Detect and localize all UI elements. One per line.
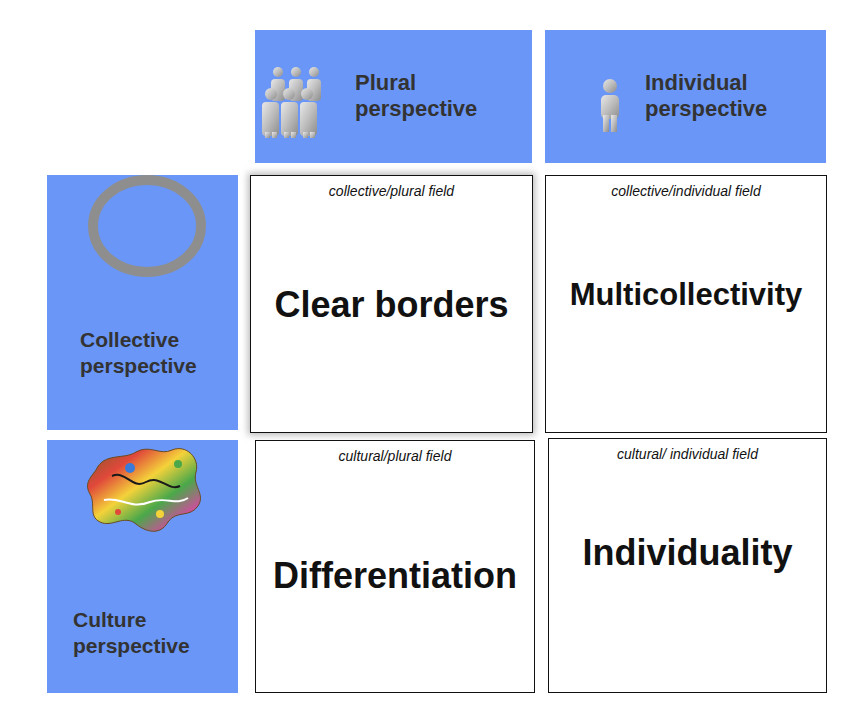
field-term: Multicollectivity xyxy=(552,276,820,313)
row-header: Culture perspective xyxy=(47,440,238,693)
field-label: cultural/ individual field xyxy=(553,446,822,462)
field-term: Differentiation xyxy=(262,554,528,597)
person-icon xyxy=(601,79,619,132)
perspective-label: Plural perspective xyxy=(355,70,525,123)
field-term: Clear borders xyxy=(257,283,526,326)
perspective-label: Collective perspective xyxy=(80,327,232,380)
field-box: collective/plural fieldClear borders xyxy=(250,175,533,433)
field-box: cultural/plural fieldDifferentiation xyxy=(255,440,535,693)
field-box: cultural/ individual fieldIndividuality xyxy=(548,438,827,693)
field-box: collective/individual fieldMulticollecti… xyxy=(545,175,827,433)
people-icon xyxy=(262,67,321,138)
column-header: Individual perspective xyxy=(545,30,826,163)
field-label: cultural/plural field xyxy=(260,448,530,464)
perspective-label: Culture perspective xyxy=(73,607,233,660)
ring-icon xyxy=(93,180,201,272)
column-header: Plural perspective xyxy=(255,30,532,163)
field-term: Individuality xyxy=(555,531,820,574)
splash-icon xyxy=(88,449,201,532)
perspective-label: Individual perspective xyxy=(645,70,815,123)
field-label: collective/plural field xyxy=(255,183,528,199)
row-header: Collective perspective xyxy=(47,175,238,430)
field-label: collective/individual field xyxy=(550,183,822,199)
